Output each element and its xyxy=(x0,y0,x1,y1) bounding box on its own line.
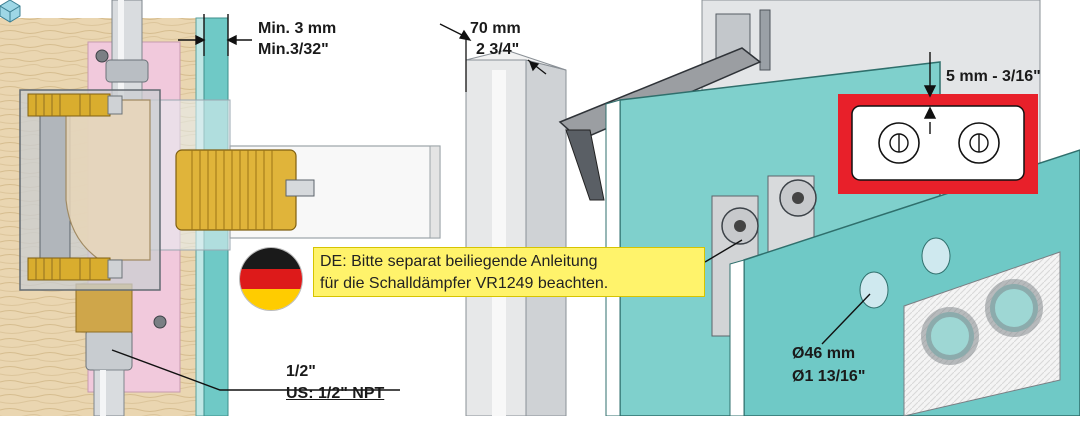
gap-dimension-line xyxy=(178,14,252,56)
spacing-detail-inset xyxy=(838,94,1038,194)
brass-screw-bottom xyxy=(27,257,123,281)
brass-cartridge xyxy=(175,149,315,231)
installation-note: DE: Bitte separat beiliegende Anleitung … xyxy=(313,247,705,297)
cross-section-view xyxy=(0,0,441,417)
view-cube-icon xyxy=(0,0,21,23)
connection-us-label: US: 1/2" NPT xyxy=(286,385,385,402)
note-leader-line xyxy=(704,239,743,263)
flag-stripe-red xyxy=(240,268,302,290)
hole-in-label: Ø1 13/16" xyxy=(792,368,866,385)
flag-stripe-gold xyxy=(240,289,302,310)
depth-dimension-line xyxy=(439,23,547,92)
min-gap-mm-label: Min. 3 mm xyxy=(258,20,337,37)
flag-stripe-black xyxy=(240,248,302,269)
min-gap-in-label: Min.3/32" xyxy=(258,41,329,58)
depth-in-label: 2 3/4" xyxy=(476,41,520,58)
frame-post-view xyxy=(439,23,567,417)
inset-gap-label: 5 mm - 3/16" xyxy=(946,68,1041,85)
note-line-2: für die Schalldämpfer VR1249 beachten. xyxy=(320,275,609,292)
connection-size-label: 1/2" xyxy=(286,363,316,380)
depth-mm-label: 70 mm xyxy=(470,20,521,37)
installation-perspective-view xyxy=(558,0,1080,417)
hole-mm-label: Ø46 mm xyxy=(792,345,856,362)
german-flag-icon xyxy=(240,248,302,310)
connection-leader-line xyxy=(111,349,400,391)
brass-screw-top xyxy=(27,93,123,117)
inset-gap-arrows xyxy=(923,52,937,134)
hole-leader-line xyxy=(821,293,871,345)
note-line-1: DE: Bitte separat beiliegende Anleitung xyxy=(320,253,598,270)
